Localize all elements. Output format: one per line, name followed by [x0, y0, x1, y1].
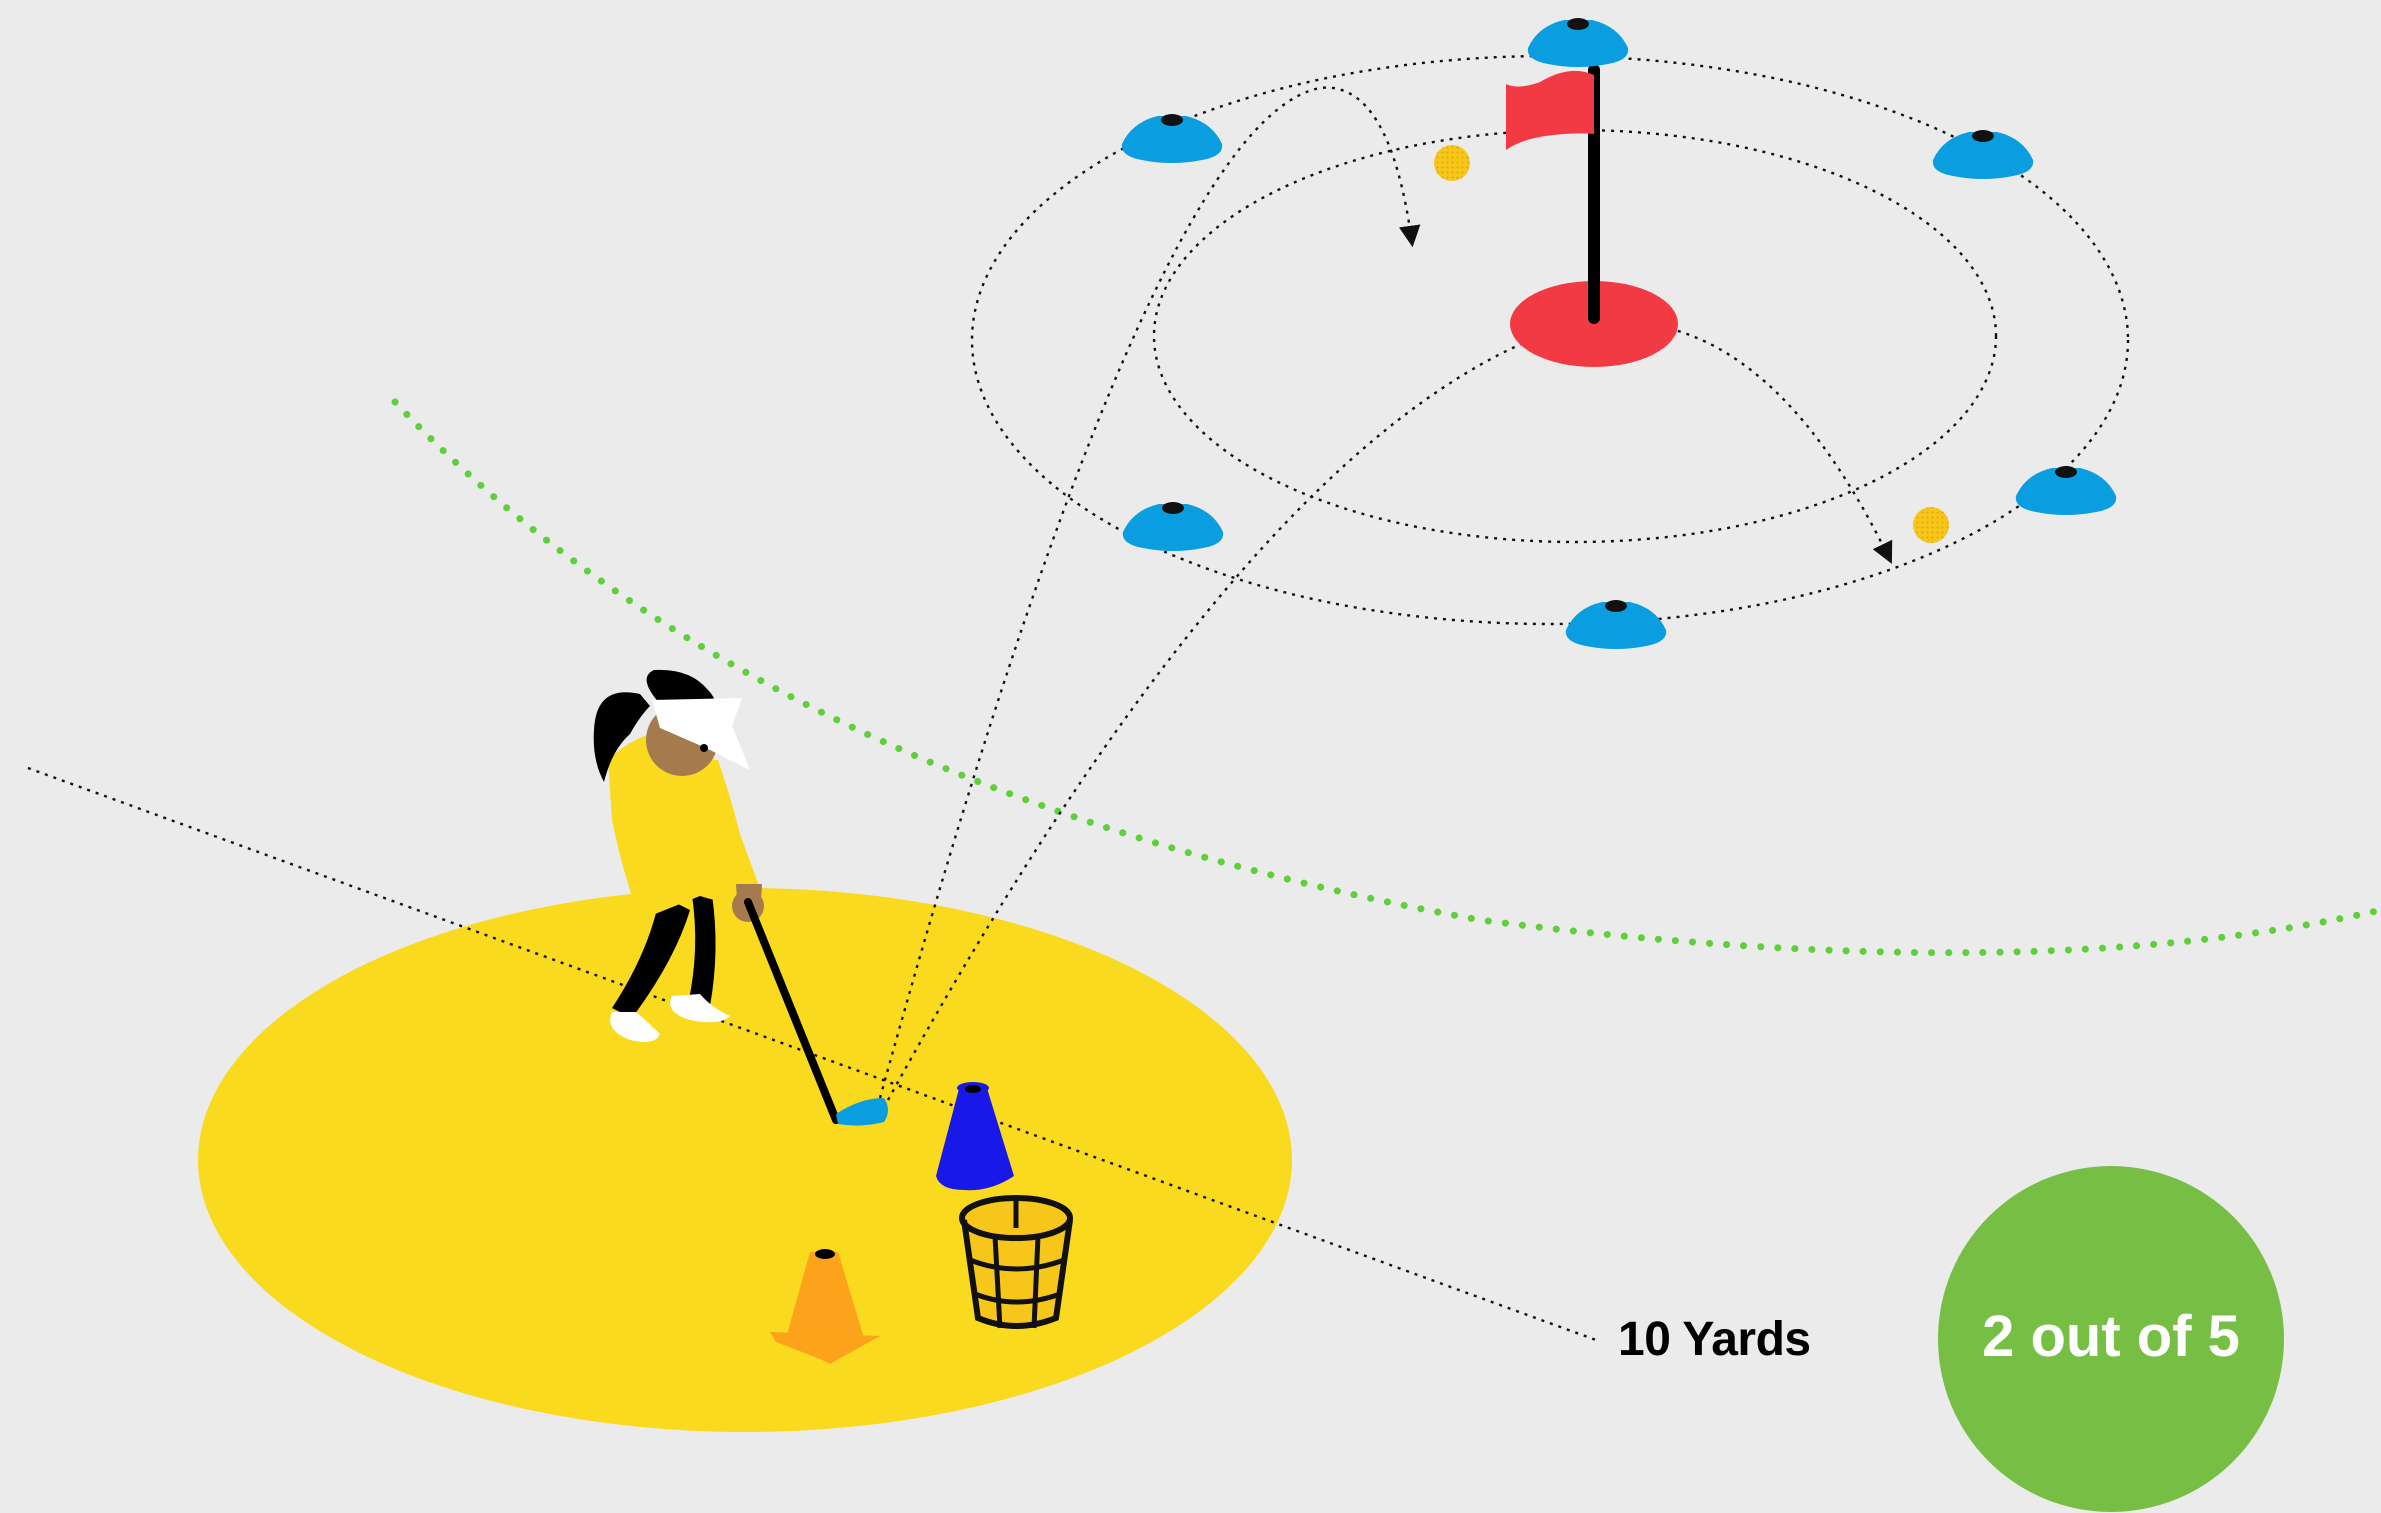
ball-flight-path-left — [878, 86, 1421, 1099]
golf-flag-icon — [1506, 64, 1600, 324]
zone-boundary-line — [391, 398, 2381, 957]
target-cone-icon — [1565, 600, 1667, 649]
inner-target-ring — [1152, 128, 1998, 544]
score-text: 2 out of 5 — [1982, 1303, 2240, 1369]
golfer-figure — [593, 669, 888, 1126]
target-cone-icon — [1121, 114, 1223, 163]
target-cone-icon — [2015, 466, 2117, 515]
golf-ball-icon — [1913, 507, 1949, 543]
distance-label: 10 Yards — [1618, 1313, 1811, 1366]
marker-cone-icon — [936, 1082, 1014, 1191]
target-cones — [1121, 18, 2117, 649]
golf-ball-icon — [1434, 145, 1470, 181]
ball-basket-icon — [959, 1195, 1073, 1329]
hitting-zone — [198, 888, 1292, 1432]
traffic-cone-icon — [770, 1249, 880, 1364]
ball-flight-path-right — [886, 320, 1893, 1101]
target-cone-icon — [1527, 18, 1629, 67]
target-cone-icon — [1122, 502, 1224, 551]
score-badge: 2 out of 5 — [1938, 1166, 2284, 1512]
target-cone-icon — [1932, 130, 2034, 179]
